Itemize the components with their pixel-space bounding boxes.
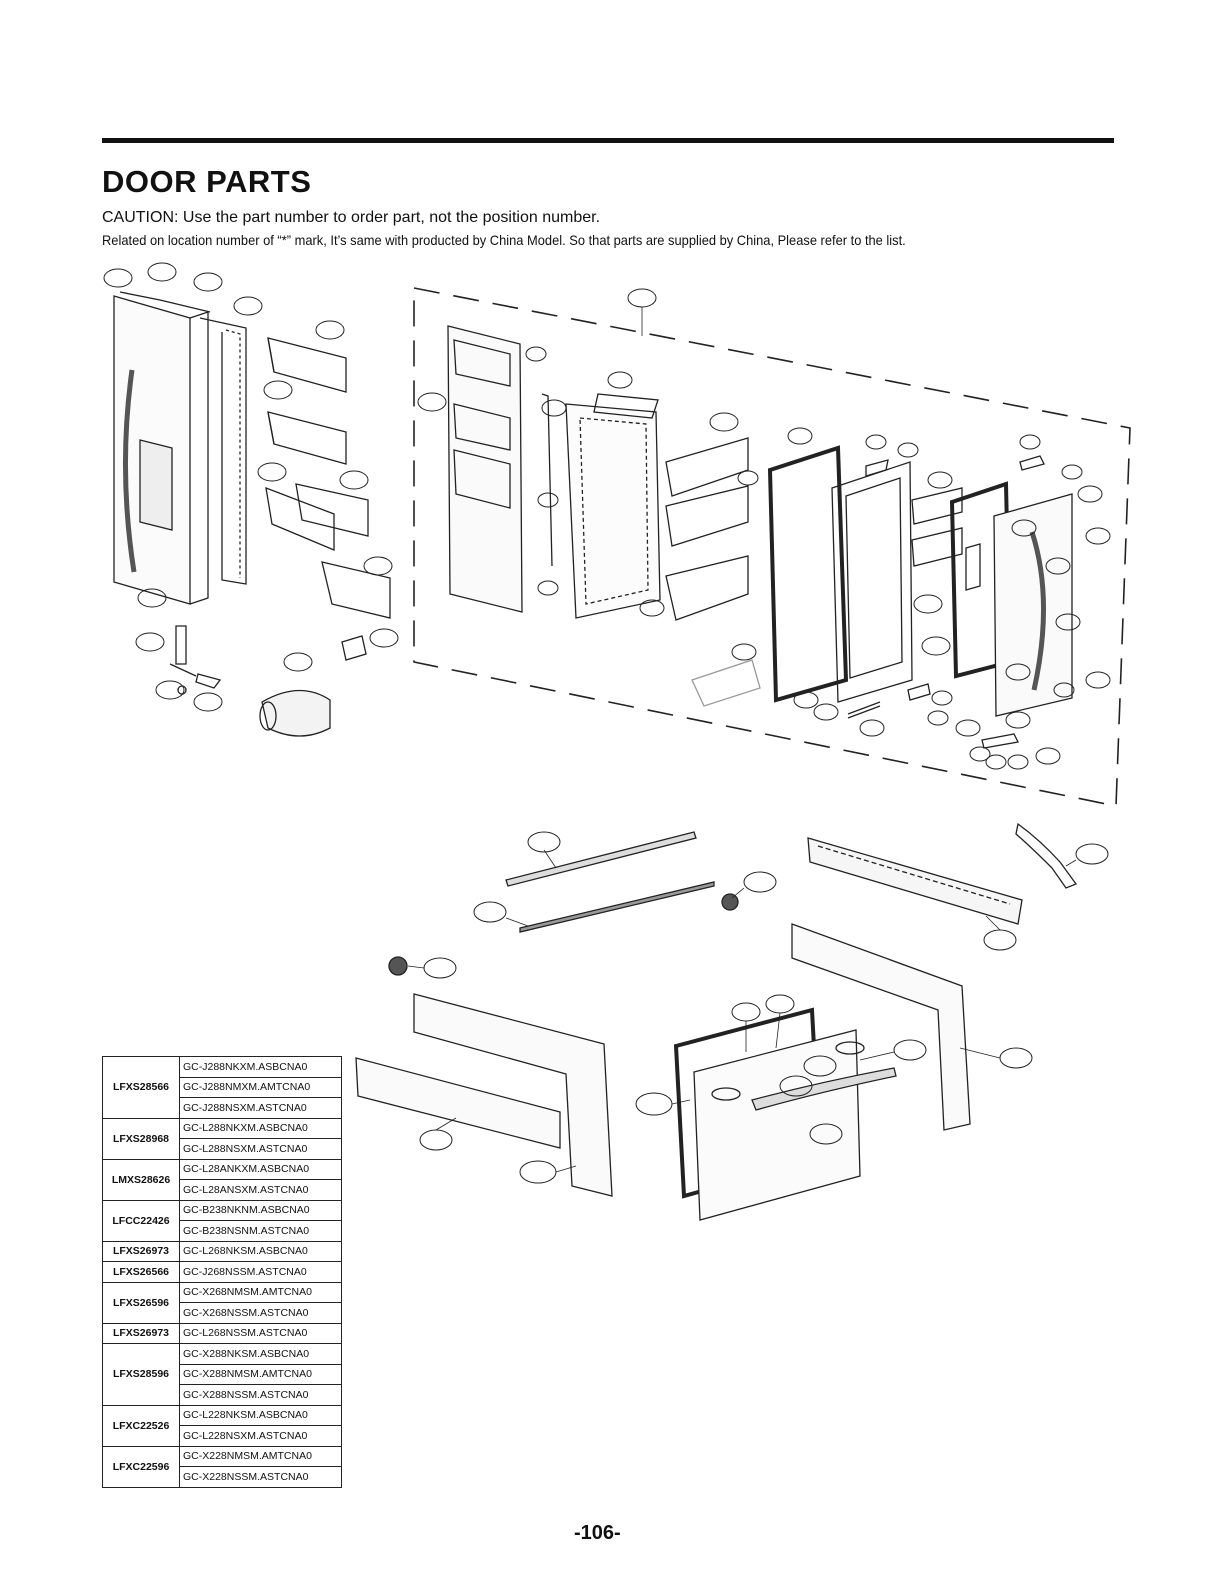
china-code-cell: GC-X288NKSM.ASBCNA0 [179,1343,342,1365]
model-cell: LFXS26566 [102,1261,180,1283]
model-cell: LFXC22596 [102,1445,180,1488]
freezer-door-panels [447,325,661,619]
china-code-cell: GC-B238NSNM.ASTCNA0 [179,1220,342,1242]
china-code-cell: GC-L268NSSM.ASTCNA0 [179,1322,342,1344]
callout-balloons [103,262,1111,1184]
model-cell: LMXS28626 [102,1158,180,1201]
left-door-assembly [113,291,247,605]
caution-text: CAUTION: Use the part number to order pa… [102,209,601,226]
drawer-rails [505,831,1023,933]
lower-hinge-parts [169,625,367,737]
door-bins-right [665,437,963,707]
china-code-cell: GC-L228NSXM.ASTCNA0 [179,1425,342,1447]
china-code-cell: GC-X288NMSM.AMTCNA0 [179,1363,342,1385]
dashed-group-boundary [413,287,1131,807]
table-row: GC-J288NSXM.ASTCNA0 [103,1097,342,1119]
model-cell: LFXS28968 [102,1117,180,1160]
page-number: -106- [574,1522,621,1544]
china-code-cell: GC-J288NKXM.ASBCNA0 [179,1056,342,1078]
page-title: DOOR PARTS [102,164,312,199]
model-cell: LFXS26973 [102,1240,180,1262]
drawer-gears [388,822,1078,976]
china-code-cell: GC-L28ANSXM.ASTCNA0 [179,1179,342,1201]
china-code-cell: GC-J288NMXM.AMTCNA0 [179,1076,342,1098]
china-code-cell: GC-X288NSSM.ASTCNA0 [179,1384,342,1406]
model-cell: LFXS28596 [102,1343,180,1406]
door-gasket-and-frames [767,445,1073,717]
china-code-cell: GC-J288NSXM.ASTCNA0 [179,1097,342,1119]
china-code-cell: GC-J268NSSM.ASTCNA0 [179,1261,342,1283]
china-code-cell: GC-L288NSXM.ASTCNA0 [179,1138,342,1160]
china-code-cell: GC-X268NSSM.ASTCNA0 [179,1302,342,1324]
table-row: GC-X288NMSM.AMTCNA0 [103,1363,342,1385]
china-code-cell: GC-L228NKSM.ASBCNA0 [179,1404,342,1426]
table-row: GC-B238NSNM.ASTCNA0 [103,1220,342,1242]
drawer-frames [355,923,971,1197]
model-cell: LFXC22526 [102,1404,180,1447]
china-code-cell: GC-L288NKXM.ASBCNA0 [179,1117,342,1139]
small-hinge-parts [847,455,1045,749]
china-code-cell: GC-X268NMSM.AMTCNA0 [179,1281,342,1303]
model-cell: LFXS26596 [102,1281,180,1324]
drawer-front [673,1007,897,1221]
model-cell: LFCC22426 [102,1199,180,1242]
china-code-cell: GC-X228NSSM.ASTCNA0 [179,1466,342,1488]
table-row: GC-L228NSXM.ASTCNA0 [103,1425,342,1447]
china-note-text: Related on location number of “*” mark, … [102,232,906,248]
model-cell: LFXS26973 [102,1322,180,1344]
table-row: GC-X228NSSM.ASTCNA0 [103,1466,342,1488]
leader-lines [407,307,1077,1173]
table-row: GC-L28ANSXM.ASTCNA0 [103,1179,342,1201]
model-cell: LFXS28566 [102,1056,180,1119]
china-code-cell: GC-L268NKSM.ASBCNA0 [179,1240,342,1262]
china-code-cell: GC-X228NMSM.AMTCNA0 [179,1445,342,1467]
door-bins-left [265,337,391,619]
china-code-cell: GC-B238NKNM.ASBCNA0 [179,1199,342,1221]
china-code-cell: GC-L28ANKXM.ASBCNA0 [179,1158,342,1180]
header-rule [102,138,1114,143]
